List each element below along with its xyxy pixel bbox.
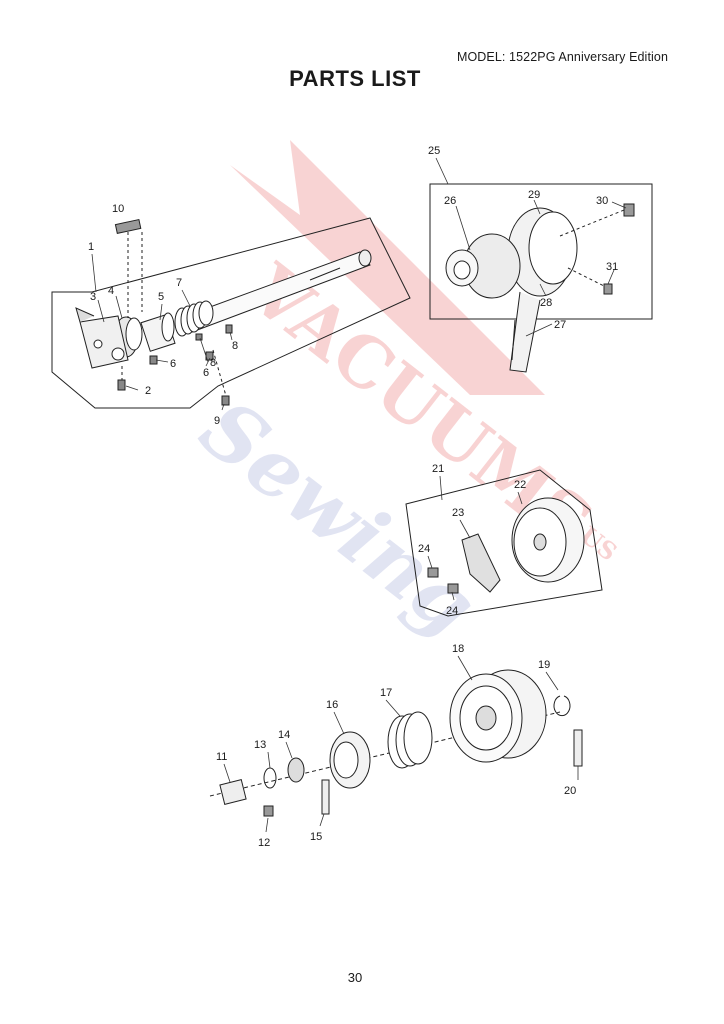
callout-13: 13 xyxy=(254,739,266,751)
page-number: 30 xyxy=(347,970,363,985)
group-1-frame xyxy=(51,217,411,409)
callout-12: 12 xyxy=(258,837,270,849)
callout-23: 23 xyxy=(452,507,464,519)
callout-24a: 24 xyxy=(418,543,430,555)
callout-2: 2 xyxy=(145,385,151,397)
callout-26: 26 xyxy=(444,195,456,207)
callout-4: 4 xyxy=(108,285,114,297)
spring-17 xyxy=(387,711,433,769)
callout-20: 20 xyxy=(564,785,576,797)
washer-14 xyxy=(287,757,305,783)
callout-30: 30 xyxy=(596,195,608,207)
crank-assembly-group xyxy=(429,183,653,373)
page-title: PARTS LIST xyxy=(289,66,421,91)
callout-9: 9 xyxy=(214,415,220,427)
callout-8a: 8 xyxy=(210,357,216,369)
screw-6a xyxy=(149,355,158,365)
callout-6a: 6 xyxy=(170,358,176,370)
leader-lines xyxy=(91,157,627,833)
callout-14: 14 xyxy=(278,729,290,741)
ring-13 xyxy=(263,767,277,789)
group-25-frame xyxy=(429,183,653,320)
callout-19: 19 xyxy=(538,659,550,671)
callout-21: 21 xyxy=(432,463,444,475)
callout-1: 1 xyxy=(88,241,94,253)
key-10 xyxy=(114,218,142,234)
clip-19 xyxy=(553,695,571,717)
callout-24b: 24 xyxy=(446,605,458,617)
callout-8b: 8 xyxy=(232,340,238,352)
screw-12 xyxy=(263,805,274,817)
callouts: 1 2 3 4 5 6 6 7 8 8 9 10 11 12 13 14 15 … xyxy=(88,145,618,849)
screw-8a xyxy=(195,333,203,341)
screw-2 xyxy=(117,379,126,391)
pin-15 xyxy=(321,779,330,815)
screw-30 xyxy=(623,203,635,217)
spring-7 xyxy=(174,300,214,337)
pulley-cover-group xyxy=(405,469,603,617)
callout-7: 7 xyxy=(176,277,182,289)
callout-16: 16 xyxy=(326,699,338,711)
bushing-11 xyxy=(219,779,247,805)
callout-25: 25 xyxy=(428,145,440,157)
screw-31 xyxy=(603,283,613,295)
callout-18: 18 xyxy=(452,643,464,655)
callout-31: 31 xyxy=(606,261,618,273)
group-21-frame xyxy=(405,469,603,617)
callout-10: 10 xyxy=(112,203,124,215)
callout-22: 22 xyxy=(514,479,526,491)
pin-20 xyxy=(573,729,583,767)
shaft-assembly-group xyxy=(51,217,411,409)
callout-11: 11 xyxy=(216,751,227,763)
callout-6b: 6 xyxy=(203,367,209,379)
pulley-group xyxy=(209,669,583,817)
callout-27: 27 xyxy=(554,319,566,331)
callout-29: 29 xyxy=(528,189,540,201)
plate-23 xyxy=(461,533,501,593)
model-label: MODEL: 1522PG Anniversary Edition xyxy=(456,50,668,64)
callout-28: 28 xyxy=(540,297,552,309)
screw-8b xyxy=(225,324,233,334)
callout-17: 17 xyxy=(380,687,392,699)
callout-5: 5 xyxy=(158,291,164,303)
screw-24b xyxy=(447,583,459,594)
screw-24a xyxy=(427,567,439,578)
callout-3: 3 xyxy=(90,291,96,303)
callout-15: 15 xyxy=(310,831,322,843)
screw-9 xyxy=(221,395,230,406)
